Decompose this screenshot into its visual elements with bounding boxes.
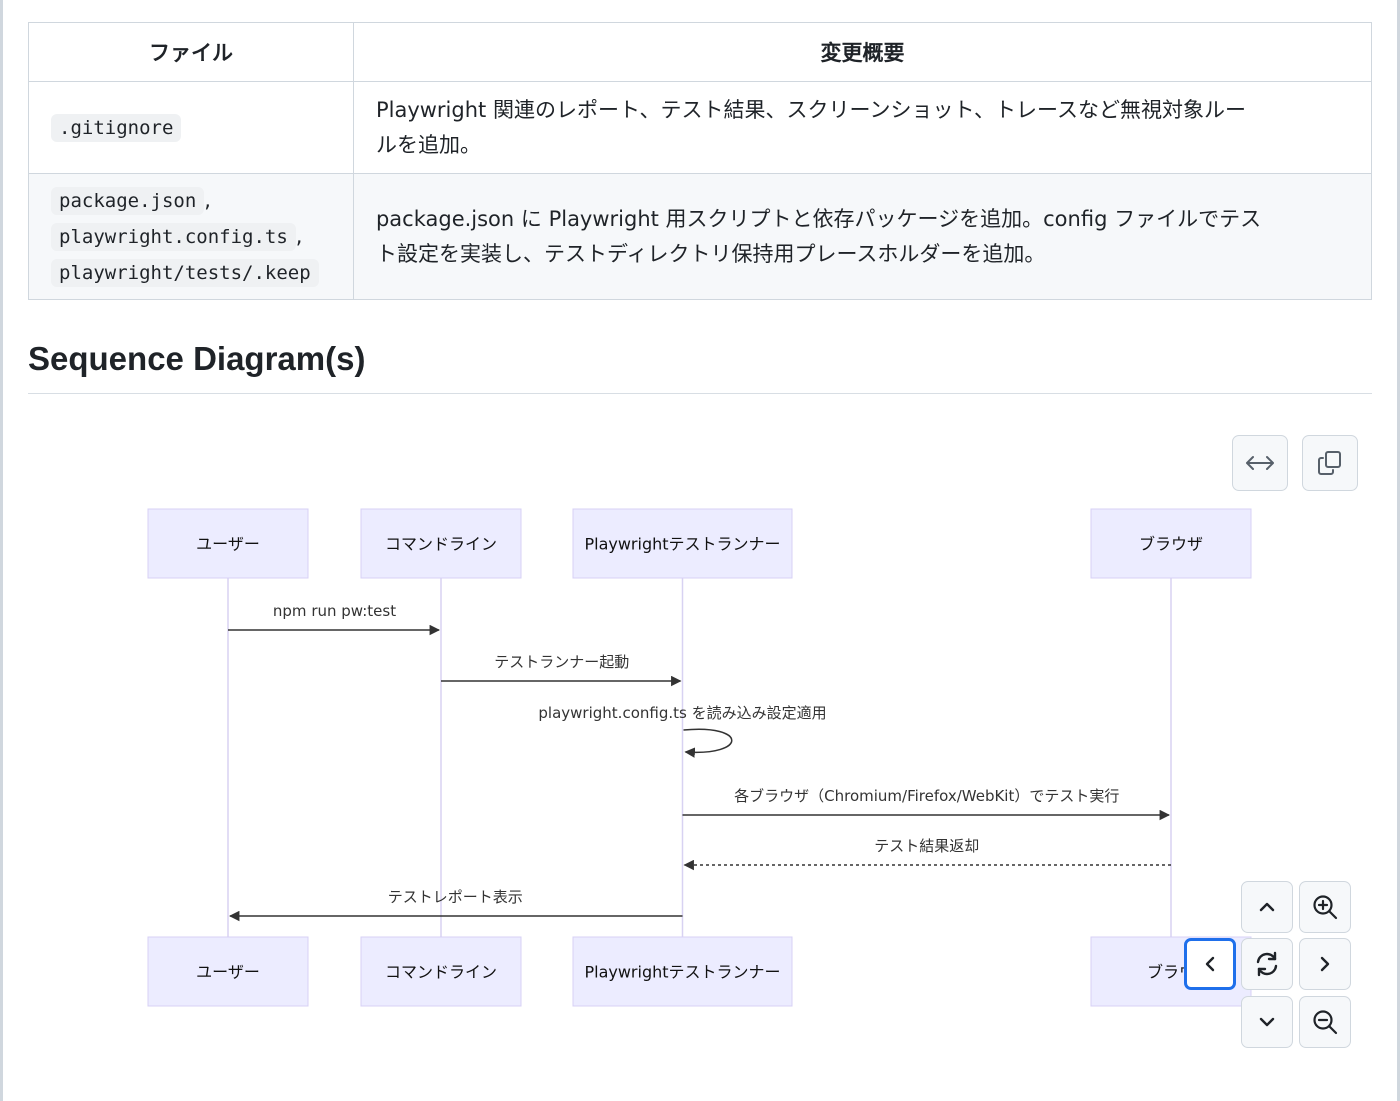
zoom-out-button[interactable] [1299,996,1351,1048]
table-row: .gitignore Playwright 関連のレポート、テスト結果、スクリー… [28,81,1373,174]
actor-bottom-box [572,936,793,1007]
message-label: playwright.config.ts を読み込み設定適用 [538,704,826,722]
actor-bottom-box [360,936,522,1007]
actor-bottom-label: Playwrightテストランナー [584,963,780,982]
summary-line: ト設定を実装し、テストディレクトリ保持用プレースホルダーを追加。 [375,241,1046,266]
summary-line: ルを追加。 [375,132,481,157]
actor-top-box [147,508,309,579]
actor-top-box [360,508,522,579]
file-name: playwright.config.ts [51,222,296,251]
separator: , [295,223,303,248]
zoom-in-button[interactable] [1299,881,1351,933]
header-summary: 変更概要 [352,22,1373,82]
actor-bottom-label: コマンドライン [385,963,497,982]
actor-top-label: ユーザー [196,535,260,554]
copy-icon [1318,451,1341,475]
file-name: package.json [51,186,205,215]
summary-cell: package.json に Playwright 用スクリプトと依存パッケージ… [352,173,1373,300]
heading-divider [28,393,1372,394]
file-cell: .gitignore [28,81,354,174]
summary-line: Playwright 関連のレポート、テスト結果、スクリーンショット、トレースな… [375,97,1246,122]
file-name: playwright/tests/.keep [51,258,319,287]
separator: , [204,187,211,212]
pan-up-button[interactable] [1241,881,1293,933]
chevron-right-icon [1320,956,1330,972]
actor-top-label: ブラウザ [1139,535,1203,554]
message-label: テスト結果返却 [874,837,979,855]
chevron-up-icon [1259,902,1275,912]
pan-down-button[interactable] [1241,996,1293,1048]
summary-cell: Playwright 関連のレポート、テスト結果、スクリーンショット、トレースな… [352,81,1373,174]
file-cell: package.json, playwright.config.ts, play… [28,173,354,300]
chevron-down-icon [1259,1017,1275,1027]
arrows-horizontal-icon [1246,456,1274,470]
table-row: package.json, playwright.config.ts, play… [28,173,1373,300]
message-label: テストランナー起動 [494,653,629,671]
self-message-arrow [683,728,733,758]
left-scroll-edge [0,0,3,1101]
file-name: .gitignore [51,113,182,142]
actor-bottom-label: ブラウ [1147,963,1195,982]
changes-table: ファイル 変更概要 .gitignore Playwright 関連のレポート、… [28,22,1373,300]
actor-top-label: コマンドライン [385,535,497,554]
message-label: npm run pw:test [273,602,396,620]
chevron-left-icon [1205,956,1215,972]
reset-icon [1256,951,1278,977]
actor-top-box [1090,508,1252,579]
actor-bottom-box [147,936,309,1007]
table-header-row: ファイル 変更概要 [28,22,1373,82]
actor-top-box [572,508,793,579]
header-file: ファイル [28,22,354,82]
expand-button[interactable] [1232,435,1288,491]
message-label: 各ブラウザ（Chromium/Firefox/WebKit）でテスト実行 [734,787,1119,805]
pan-left-button[interactable] [1184,938,1236,990]
section-heading: Sequence Diagram(s) [28,340,366,377]
zoom-in-icon [1313,895,1338,920]
pan-right-button[interactable] [1299,938,1351,990]
summary-line: package.json に Playwright 用スクリプトと依存パッケージ… [375,206,1262,231]
message-label: テストレポート表示 [388,888,523,906]
zoom-out-icon [1313,1010,1338,1035]
actor-top-label: Playwrightテストランナー [584,535,780,554]
copy-button[interactable] [1302,435,1358,491]
right-scroll-edge [1397,0,1400,1101]
actor-bottom-label: ユーザー [196,963,260,982]
reset-view-button[interactable] [1241,938,1293,990]
